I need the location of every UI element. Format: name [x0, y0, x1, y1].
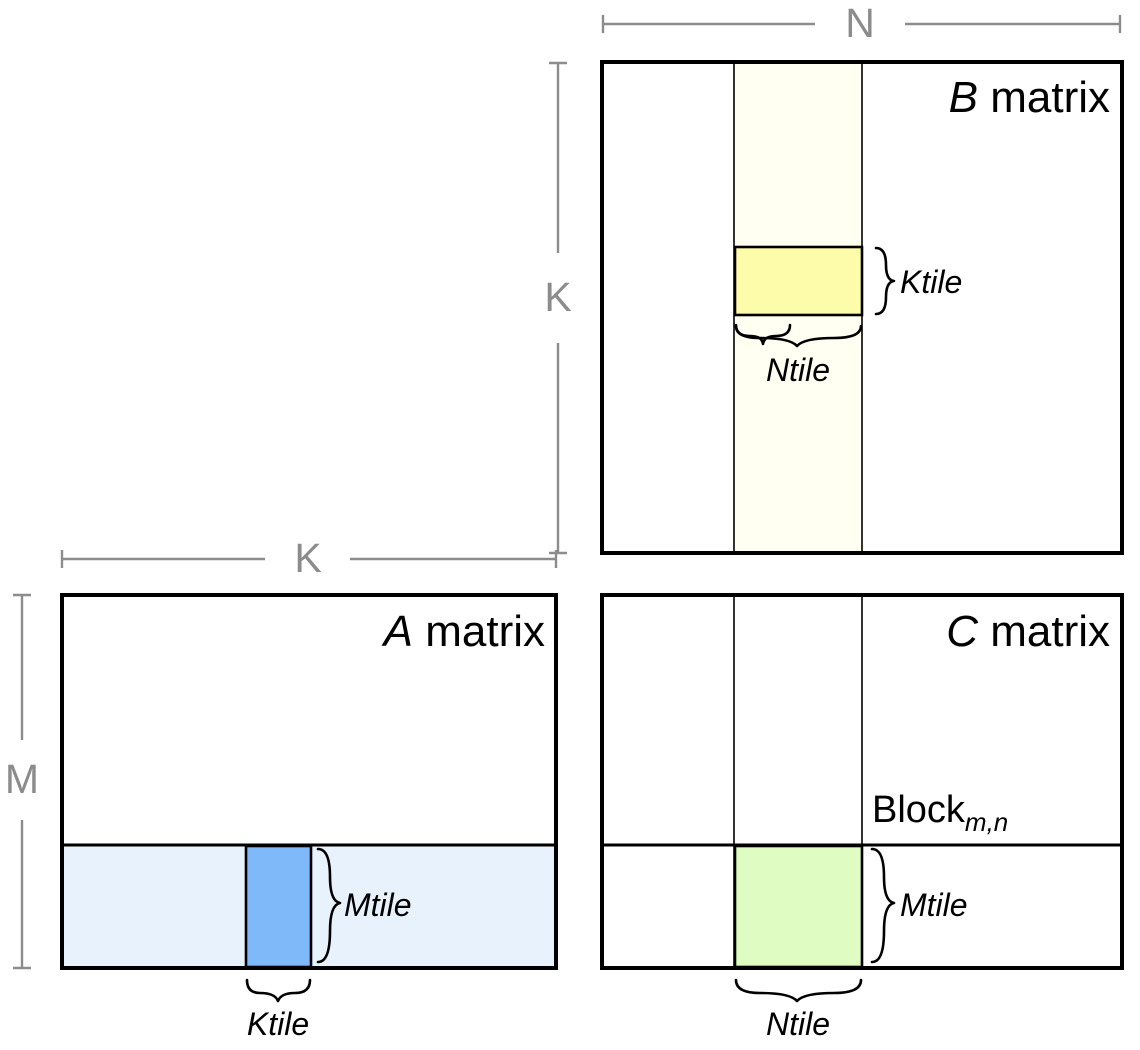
b-matrix-ktile-annotation: Ktile [874, 246, 962, 316]
dimension-label-k-horizontal: K [294, 535, 321, 581]
mtile-brace-a [316, 847, 342, 964]
ktile-brace-a [245, 978, 312, 1003]
dimension-marker-k-vertical: K [544, 61, 572, 555]
a-matrix-mtile-annotation: Mtile [316, 847, 412, 964]
b-matrix: B matrix [600, 60, 1124, 555]
c-matrix-mtile-annotation: Mtile [870, 847, 968, 964]
b-matrix-ktile-label: Ktile [900, 264, 962, 300]
dimension-marker-m: M [5, 593, 39, 970]
c-matrix-tile [733, 844, 864, 969]
c-matrix-mtile-label: Mtile [900, 887, 968, 923]
a-matrix-label: A matrix [381, 607, 545, 656]
a-matrix-ktile-annotation: Ktile [245, 978, 312, 1042]
ntile-brace-c [734, 978, 863, 1003]
ktile-brace-b [874, 246, 896, 316]
dimension-label-k-vertical: K [544, 274, 571, 320]
c-matrix: C matrix Blockm,n [600, 593, 1124, 970]
a-matrix-outline [60, 593, 558, 970]
b-matrix-outline [600, 60, 1124, 555]
ntile-brace-b-main [734, 324, 863, 348]
c-matrix-ntile-annotation: Ntile [734, 978, 863, 1042]
dimension-marker-n: N [601, 0, 1122, 46]
c-matrix-ntile-label: Ntile [766, 1006, 830, 1042]
dimension-label-m: M [5, 756, 39, 802]
a-matrix: A matrix [60, 593, 558, 970]
dimension-marker-k-horizontal: K [60, 535, 558, 581]
b-matrix-tile [733, 245, 864, 317]
a-matrix-tile [244, 844, 313, 969]
c-matrix-block-label: Blockm,n [872, 789, 1008, 837]
b-matrix-label: B matrix [949, 73, 1110, 122]
c-matrix-label: C matrix [946, 607, 1110, 656]
a-matrix-ktile-label: Ktile [247, 1006, 309, 1042]
a-matrix-mtile-label: Mtile [344, 887, 412, 923]
b-matrix-ntile-label: Ntile [766, 352, 830, 388]
b-matrix-ntile-annotation: Ntile [734, 323, 863, 388]
dimension-label-n: N [845, 0, 875, 46]
c-matrix-outline [600, 593, 1124, 970]
mtile-brace-c [870, 847, 896, 964]
